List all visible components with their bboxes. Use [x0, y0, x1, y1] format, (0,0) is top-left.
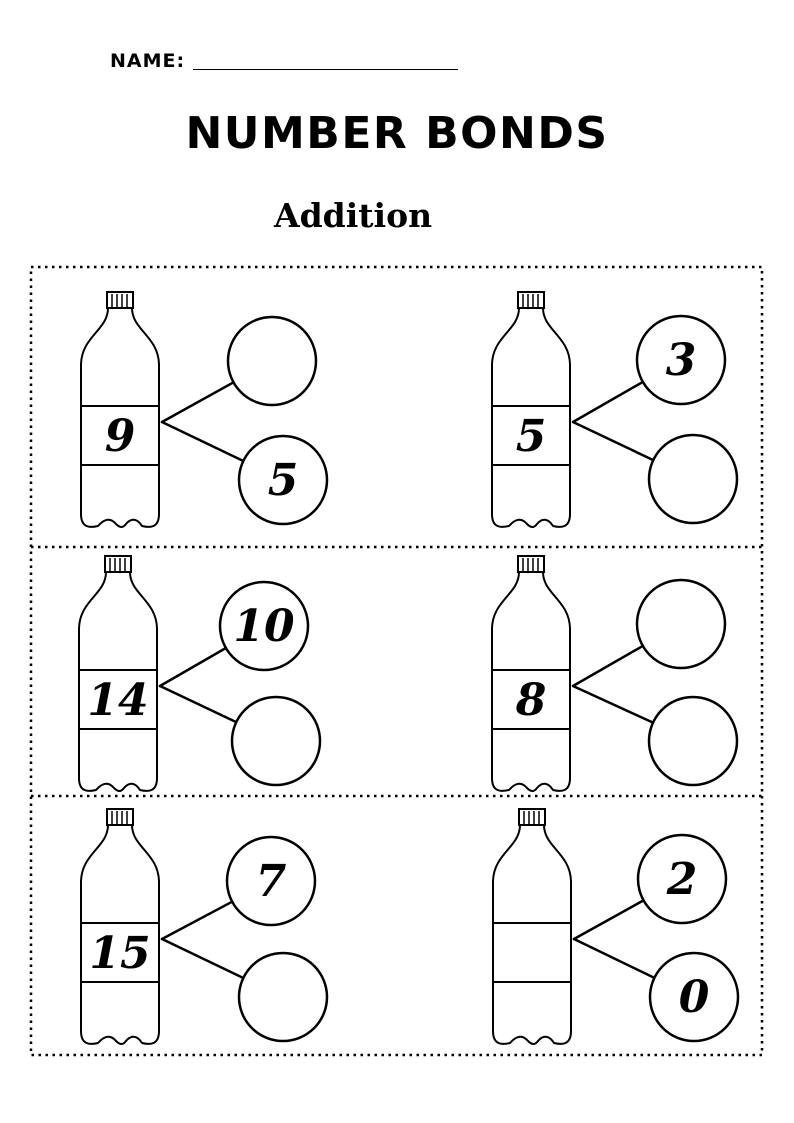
whole-value: 9 [105, 411, 136, 462]
part-value-top: 3 [666, 335, 697, 386]
page-subtitle: Addition [274, 196, 433, 235]
name-label: NAME: [110, 50, 186, 72]
part-value-bottom: 5 [268, 455, 299, 506]
bond-line-bottom [572, 937, 656, 980]
section-borders [29, 265, 764, 1057]
bond-line-bottom [158, 684, 238, 724]
bond-line-top [572, 899, 645, 941]
part-circle-top [635, 314, 727, 406]
bottle-icon [491, 555, 571, 792]
whole-value: 15 [89, 928, 150, 979]
part-circle-bottom[interactable] [237, 951, 329, 1043]
part-circle-bottom[interactable] [230, 695, 322, 787]
bond-line-bottom [571, 684, 655, 724]
whole-value: 14 [87, 675, 148, 726]
part-circle-top [636, 833, 728, 925]
bond-line-bottom [571, 420, 655, 462]
bottle-icon [491, 291, 571, 528]
bottle-icon [80, 808, 160, 1045]
bottle-icon [80, 291, 160, 528]
bond-line-top [160, 900, 234, 941]
bottle-icon [78, 555, 158, 792]
number-bond-problem: 7 15 [80, 808, 329, 1045]
part-circle-top [218, 580, 310, 672]
number-bond-problem: 10 14 [78, 555, 322, 792]
part-circle-bottom [648, 951, 740, 1043]
number-bond-problem: 35 [491, 291, 739, 528]
bond-line-top [160, 381, 235, 424]
bond-line-top [158, 646, 228, 688]
worksheet-border [29, 265, 764, 1057]
part-circle-bottom[interactable] [647, 433, 739, 525]
bond-line-top [571, 644, 645, 688]
name-row: NAME: [110, 50, 459, 72]
number-bond-problem: 20 [492, 808, 740, 1045]
bottle-icon [492, 808, 572, 1045]
bond-line-bottom [160, 420, 245, 463]
whole-value: 8 [515, 675, 547, 726]
part-value-bottom: 0 [679, 972, 710, 1023]
bond-line-bottom [160, 937, 245, 980]
name-line[interactable] [193, 69, 459, 70]
whole-value: 5 [516, 411, 547, 462]
part-value-top: 2 [666, 854, 698, 905]
bond-line-top [571, 380, 645, 424]
part-value-top: 7 [256, 856, 287, 907]
part-circle-bottom[interactable] [647, 695, 739, 787]
number-bond-problem: 59 [80, 291, 329, 528]
part-circle-top [225, 835, 317, 927]
number-bond-problem: 8 [491, 555, 739, 792]
part-circle-top[interactable] [635, 578, 727, 670]
page-title: NUMBER BONDS [185, 108, 609, 159]
part-circle-bottom [237, 434, 329, 526]
part-value-top: 10 [233, 601, 295, 652]
part-circle-top[interactable] [226, 315, 318, 407]
